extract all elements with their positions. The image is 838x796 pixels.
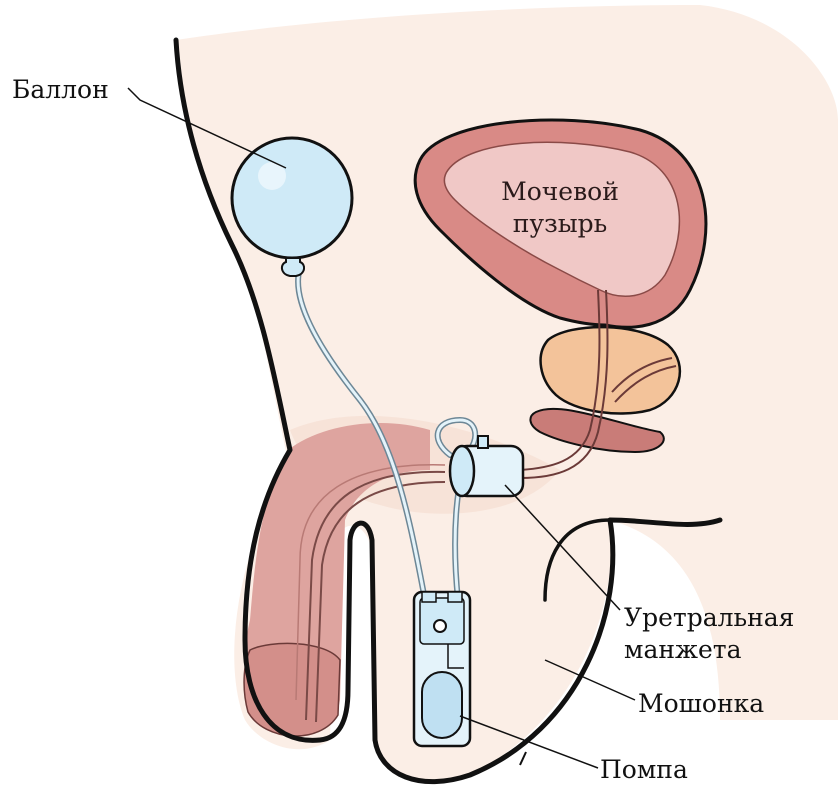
urethral-cuff bbox=[450, 436, 523, 496]
bladder-label-line1: Мочевой bbox=[501, 177, 619, 206]
cuff-label-line1: Уретральная bbox=[624, 603, 794, 632]
pump bbox=[414, 592, 470, 746]
balloon-reservoir bbox=[232, 138, 352, 258]
penis-glans bbox=[244, 643, 340, 736]
cuff-label-line2: манжета bbox=[624, 635, 742, 664]
scrotum-label: Мошонка bbox=[638, 689, 764, 718]
balloon-neck bbox=[282, 258, 304, 276]
balloon-label: Баллон bbox=[12, 75, 109, 104]
pump-label: Помпа bbox=[600, 755, 688, 784]
bladder-label-line2: пузырь bbox=[513, 209, 608, 238]
